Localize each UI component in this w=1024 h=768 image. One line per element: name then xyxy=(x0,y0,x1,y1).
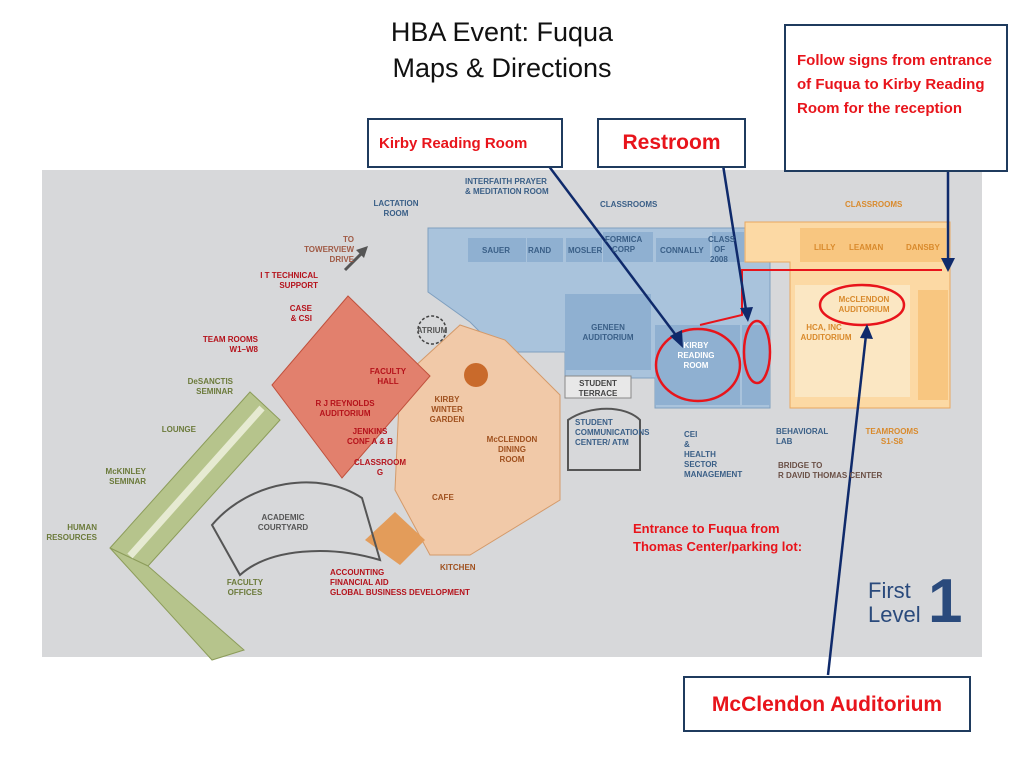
mcclendon-callout-text: McClendon Auditorium xyxy=(711,693,943,716)
atrium-circle xyxy=(417,315,447,345)
orange-wing xyxy=(744,221,951,409)
kirby-callout-text: Kirby Reading Room xyxy=(379,135,528,152)
restroom-arrow xyxy=(721,164,748,311)
lounge-label: LOUNGE xyxy=(162,425,197,434)
restroom-callout: Restroom xyxy=(597,118,746,168)
sauer-label: SAUER xyxy=(482,246,510,255)
title-line-2: Maps & Directions xyxy=(392,53,612,83)
winter-garden-spiral xyxy=(464,363,488,387)
kirby-arrow xyxy=(547,164,679,339)
cafe-label: CAFE xyxy=(432,493,454,502)
restroom-callout-text: Restroom xyxy=(622,131,721,154)
rand-label: RAND xyxy=(528,246,551,255)
mcclendon-callout: McClendon Auditorium xyxy=(683,676,971,732)
svg-text:Level: Level xyxy=(868,602,921,627)
slide-title: HBA Event: Fuqua Maps & Directions xyxy=(300,14,704,86)
title-line-1: HBA Event: Fuqua xyxy=(390,17,614,47)
mosler-label: MOSLER xyxy=(568,246,602,255)
blue-wing xyxy=(427,227,771,409)
classrooms-label-orange: CLASSROOMS xyxy=(845,200,903,209)
dansby-label: DANSBY xyxy=(906,243,940,252)
restroom-circle xyxy=(742,319,772,385)
follow-signs-callout: Follow signs from entrance of Fuqua to K… xyxy=(784,24,1008,172)
mcclendon-aud-circle xyxy=(818,283,906,327)
level-indicator: First Level 1 xyxy=(868,567,962,636)
case-csi-label: CASE& CSI xyxy=(290,304,313,323)
connally-label: CONNALLY xyxy=(660,246,704,255)
peach-wing xyxy=(394,324,561,556)
red-wing xyxy=(271,295,431,479)
leaman-label: LEAMAN xyxy=(849,243,883,252)
interfaith-label: INTERFAITH PRAYER& MEDITATION ROOM xyxy=(465,177,549,196)
follow-signs-text: Follow signs from entrance of Fuqua to K… xyxy=(797,52,993,117)
atrium-label: ATRIUM xyxy=(417,326,448,335)
kirby-callout: Kirby Reading Room xyxy=(367,118,563,168)
lilly-label: LILLY xyxy=(814,243,836,252)
mcclendon-arrow xyxy=(826,334,868,676)
svg-text:First: First xyxy=(868,578,911,603)
kirby-room-circle xyxy=(654,327,742,403)
academic-courtyard xyxy=(210,481,382,577)
kitchen-block xyxy=(365,512,425,565)
classrooms-label-blue: CLASSROOMS xyxy=(600,200,658,209)
svg-text:1: 1 xyxy=(928,567,962,636)
kitchen-label: KITCHEN xyxy=(440,563,476,572)
student-comm-arc xyxy=(567,407,641,471)
green-wing xyxy=(109,391,281,661)
